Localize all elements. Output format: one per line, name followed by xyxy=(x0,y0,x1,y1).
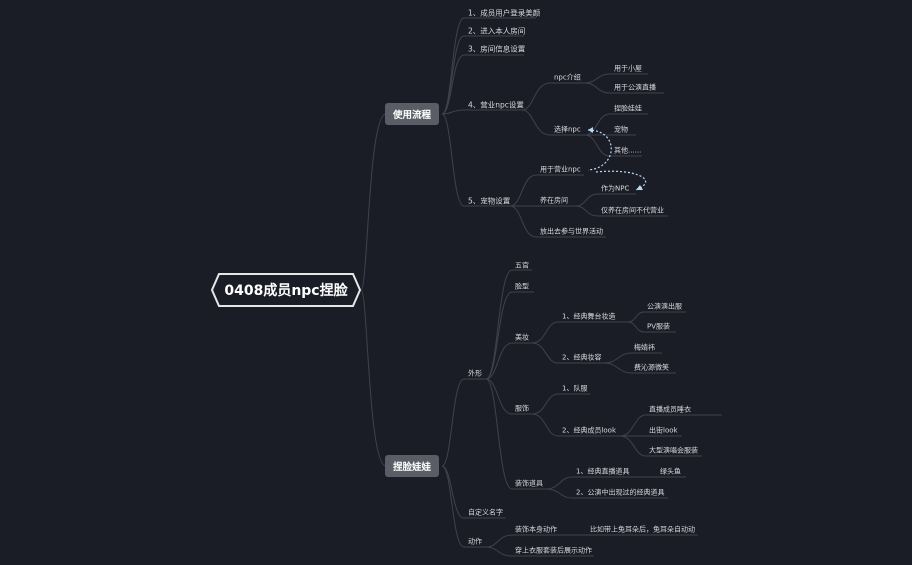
topic-pet[interactable]: 宠物 xyxy=(614,125,628,134)
topic-as-npc[interactable]: 作为NPC xyxy=(601,184,630,193)
topic-npc-intro[interactable]: npc介绍 xyxy=(554,73,581,82)
topic-makeup-a[interactable]: 梅婧祎 xyxy=(634,343,655,352)
topic-stage-props[interactable]: 2、公演中出现过的经典道具 xyxy=(576,488,665,497)
root-shape xyxy=(211,273,361,307)
topic-for-live[interactable]: 用于公演直播 xyxy=(614,83,656,92)
topic-face-shape[interactable]: 脸型 xyxy=(515,282,529,291)
topic-select-npc[interactable]: 选择npc xyxy=(554,125,581,134)
relation-link-select-npc xyxy=(587,129,612,171)
topic-login[interactable]: 1、成员用户登录美颜 xyxy=(468,8,541,18)
topic-pet-settings[interactable]: 5、宠物设置 xyxy=(468,196,511,206)
topic-makeup[interactable]: 美妆 xyxy=(515,333,529,342)
root-topic[interactable]: 0408成员npc捏脸 xyxy=(211,272,361,308)
topic-performance-costume[interactable]: 公演演出服 xyxy=(647,302,682,311)
topic-props[interactable]: 装饰道具 xyxy=(515,479,543,488)
topic-makeup-b[interactable]: 费沁源微笑 xyxy=(634,363,669,372)
topic-world-activity[interactable]: 放出去参与世界活动 xyxy=(540,227,603,236)
topic-live-pajamas[interactable]: 直播成员睡衣 xyxy=(649,405,691,414)
topic-keep-in-room[interactable]: 养在房间 xyxy=(540,196,568,205)
topic-street-look[interactable]: 出街look xyxy=(649,426,678,435)
relation-link-as-npc xyxy=(595,170,647,191)
root-label: 0408成员npc捏脸 xyxy=(224,283,348,299)
topic-pv-costume[interactable]: PV服装 xyxy=(647,322,671,331)
topic-for-business-npc[interactable]: 用于营业npc xyxy=(540,165,581,174)
topic-custom-name[interactable]: 自定义名字 xyxy=(468,508,503,517)
topic-npc-settings[interactable]: 4、营业npc设置 xyxy=(468,100,524,110)
topic-member-look[interactable]: 2、经典成员look xyxy=(562,426,617,435)
branch-face-doll[interactable]: 捏脸娃娃 xyxy=(384,455,440,477)
topic-outfit-action[interactable]: 穿上衣服套装后展示动作 xyxy=(515,546,592,555)
topic-concert-costume[interactable]: 大型演唱会服装 xyxy=(649,446,698,455)
topic-room-only[interactable]: 仅养在房间不代营业 xyxy=(601,206,664,215)
topic-clothing[interactable]: 服饰 xyxy=(515,404,529,413)
topic-live-props[interactable]: 1、经典直播道具 xyxy=(576,467,630,476)
link-root-face xyxy=(360,289,387,467)
topic-appearance[interactable]: 外形 xyxy=(468,369,482,378)
topic-facial-features[interactable]: 五官 xyxy=(515,261,529,270)
topic-stage-style[interactable]: 1、经典舞台妆造 xyxy=(562,312,616,321)
topic-decoration-action[interactable]: 装饰本身动作 xyxy=(515,525,557,534)
topic-team-uniform[interactable]: 1、队服 xyxy=(562,384,588,393)
topic-room-settings[interactable]: 3、房间信息设置 xyxy=(468,44,526,54)
topic-face-doll[interactable]: 捏脸娃娃 xyxy=(614,104,642,113)
topic-for-hut[interactable]: 用于小屋 xyxy=(614,64,642,73)
branch-usage-flow[interactable]: 使用流程 xyxy=(384,103,440,125)
topic-bunny-ears-example[interactable]: 比如带上兔耳朵后，兔耳朵自动动 xyxy=(590,525,695,534)
topic-actions[interactable]: 动作 xyxy=(468,537,482,546)
link-root-flow xyxy=(360,113,387,291)
topic-enter-room[interactable]: 2、进入本人房间 xyxy=(468,26,526,36)
topic-other[interactable]: 其他...... xyxy=(614,146,642,155)
topic-classic-makeup[interactable]: 2、经典妆容 xyxy=(562,353,602,362)
topic-green-fish[interactable]: 绿头鱼 xyxy=(660,467,681,476)
